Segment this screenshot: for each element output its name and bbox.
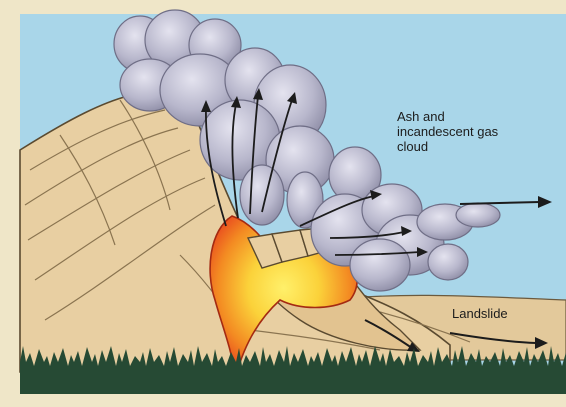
landslide-label: Landslide: [452, 306, 508, 321]
border-bottom: [0, 394, 566, 407]
ash-cloud-label: Ash and incandescent gas cloud: [397, 109, 517, 154]
